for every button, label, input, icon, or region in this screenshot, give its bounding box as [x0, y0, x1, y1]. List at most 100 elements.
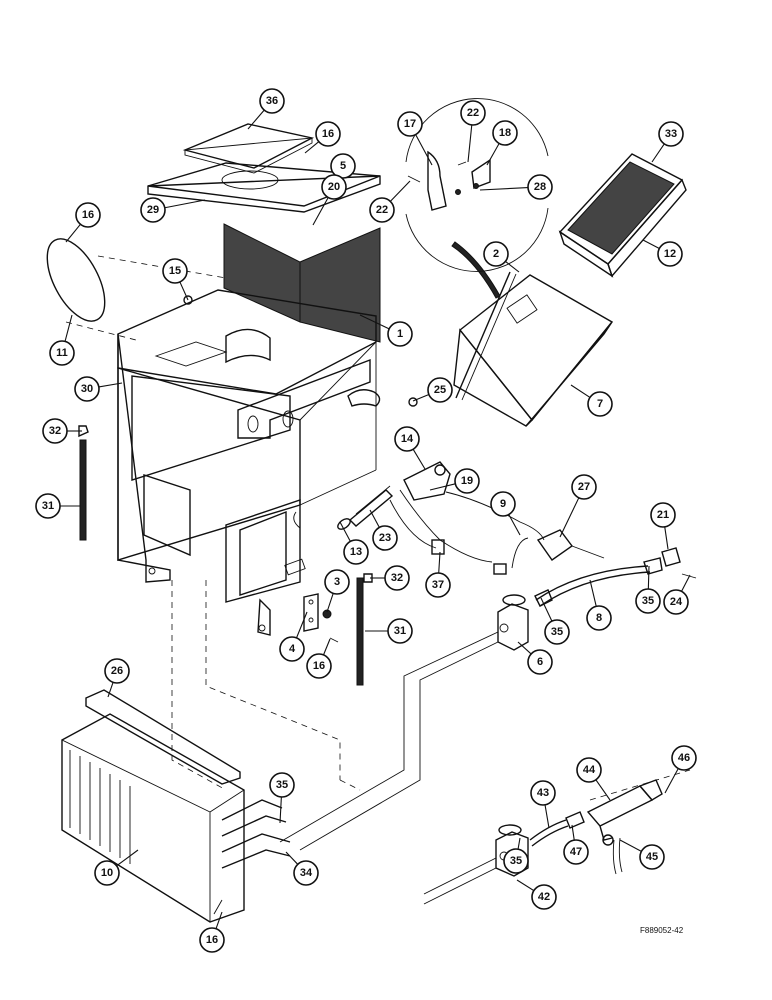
- callout-number: 5: [340, 160, 346, 172]
- leader-line-7: [570, 384, 591, 398]
- leader-line-30: [98, 382, 123, 388]
- callout-16: 16: [315, 121, 341, 147]
- callout-number: 23: [379, 532, 391, 544]
- callout-number: 22: [376, 204, 388, 216]
- callout-circle: [387, 618, 413, 644]
- callout-circle: [75, 202, 101, 228]
- callout-number: 22: [467, 107, 479, 119]
- leader-line-19: [429, 483, 456, 491]
- callout-circle: [544, 619, 570, 645]
- callout-1: 1: [387, 321, 413, 347]
- callout-number: 8: [596, 612, 602, 624]
- callout-circle: [269, 772, 295, 798]
- callout-number: 29: [147, 204, 159, 216]
- callout-circle: [343, 539, 369, 565]
- callout-32: 32: [42, 418, 68, 444]
- callout-42: 42: [531, 884, 557, 910]
- leader-line-44: [595, 779, 611, 801]
- callout-number: 16: [206, 934, 218, 946]
- leader-line-13: [339, 521, 351, 542]
- callout-circle: [460, 100, 486, 126]
- leader-line-18: [486, 143, 500, 166]
- callout-number: 20: [328, 181, 340, 193]
- leader-line-21: [664, 526, 669, 550]
- callout-35: 35: [503, 848, 529, 874]
- leader-line-36: [247, 109, 265, 130]
- callout-circle: [94, 860, 120, 886]
- callout-17: 17: [397, 111, 423, 137]
- callout-circle: [259, 88, 285, 114]
- callout-circle: [671, 745, 697, 771]
- callout-number: 26: [111, 665, 123, 677]
- callout-circle: [483, 241, 509, 267]
- callout-circle: [571, 474, 597, 500]
- callout-number: 45: [646, 851, 658, 863]
- leader-line-24: [681, 574, 691, 592]
- charcoal-filter: [558, 153, 687, 278]
- callout-circle: [315, 121, 341, 147]
- callout-circle: [639, 844, 665, 870]
- callout-46: 46: [671, 745, 697, 771]
- leader-line-42: [516, 879, 535, 892]
- callout-35: 35: [544, 619, 570, 645]
- leader-line-3: [326, 593, 334, 613]
- callout-number: 1: [397, 328, 403, 340]
- callout-number: 15: [169, 265, 181, 277]
- leader-line-27: [559, 497, 580, 538]
- callout-number: 32: [49, 425, 61, 437]
- callout-number: 6: [537, 656, 543, 668]
- callouts: 3616520291615111303231172218222833122725…: [35, 88, 697, 953]
- callout-circle: [321, 174, 347, 200]
- callout-circle: [397, 111, 423, 137]
- leader-line-2: [505, 260, 520, 273]
- callout-number: 35: [642, 595, 654, 607]
- leader-line-35: [279, 796, 282, 824]
- callout-16: 16: [306, 653, 332, 679]
- callout-circle: [527, 174, 553, 200]
- callout-2: 2: [483, 241, 509, 267]
- callout-number: 12: [664, 248, 676, 260]
- callout-circle: [576, 757, 602, 783]
- leader-line-15: [179, 281, 189, 301]
- callout-45: 45: [639, 844, 665, 870]
- thermostat-wiring: [389, 461, 605, 575]
- leader-line-8: [589, 579, 597, 607]
- leader-line-1: [359, 314, 390, 330]
- leader-line-47: [571, 824, 575, 841]
- callout-24: 24: [663, 589, 689, 615]
- leader-line-43: [544, 804, 550, 829]
- callout-23: 23: [372, 525, 398, 551]
- callout-37: 37: [425, 572, 451, 598]
- callout-19: 19: [454, 468, 480, 494]
- callout-35: 35: [635, 588, 661, 614]
- leader-line-16: [65, 223, 81, 243]
- callout-number: 35: [510, 855, 522, 867]
- leader-line-17: [415, 134, 433, 166]
- leader-line-34: [285, 851, 299, 865]
- callout-number: 11: [56, 347, 68, 359]
- callout-number: 35: [276, 779, 288, 791]
- leader-line-22: [467, 124, 473, 163]
- callout-number: 10: [101, 867, 113, 879]
- callout-9: 9: [490, 491, 516, 517]
- callout-number: 27: [578, 481, 590, 493]
- top-cover-plate: [147, 123, 381, 213]
- leader-line-10: [116, 849, 139, 867]
- filter-tray: [451, 241, 614, 427]
- callout-44: 44: [576, 757, 602, 783]
- callout-number: 31: [394, 625, 406, 637]
- callout-circle: [35, 493, 61, 519]
- callout-circle: [663, 589, 689, 615]
- callout-number: 35: [551, 626, 563, 638]
- callout-31: 31: [387, 618, 413, 644]
- callout-number: 25: [434, 384, 446, 396]
- leader-line-14: [412, 449, 426, 470]
- leader-line-29: [164, 199, 206, 209]
- callout-number: 36: [266, 95, 278, 107]
- callout-number: 16: [322, 128, 334, 140]
- callout-number: 37: [432, 579, 444, 591]
- callout-circle: [530, 780, 556, 806]
- callout-number: 31: [42, 500, 54, 512]
- side-cover-plate: [46, 238, 227, 341]
- callout-number: 47: [570, 846, 582, 858]
